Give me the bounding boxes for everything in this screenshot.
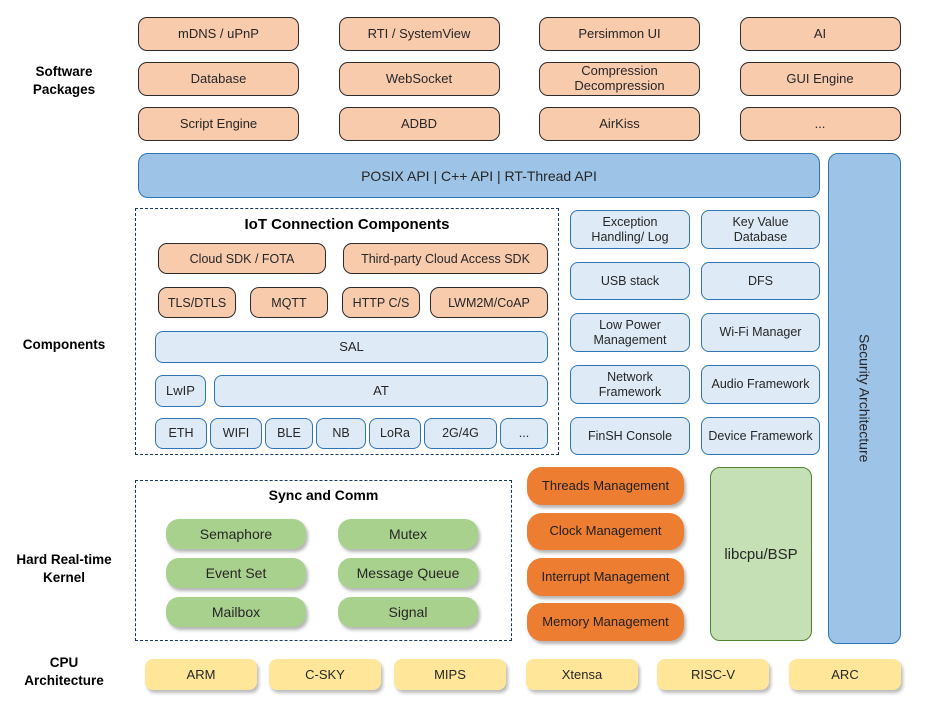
iot-link-wifi: WIFI xyxy=(210,418,262,449)
components-grid: Exception Handling/ Log Key Value Databa… xyxy=(570,210,820,455)
iot-box-thirdparty-cloud: Third-party Cloud Access SDK xyxy=(343,243,548,274)
component-box-network-framework: Network Framework xyxy=(570,365,690,404)
component-box-usb-stack: USB stack xyxy=(570,262,690,300)
cpu-box-arc: ARC xyxy=(789,659,901,690)
kernel-box-threads-management: Threads Management xyxy=(527,467,684,505)
iot-link-nb: NB xyxy=(316,418,366,449)
kernel-box-clock-management: Clock Management xyxy=(527,513,684,550)
kernel-box-interrupt-management: Interrupt Management xyxy=(527,558,684,596)
component-box-low-power: Low Power Management xyxy=(570,313,690,352)
section-label-software-packages: Software Packages xyxy=(32,64,96,97)
package-box-database: Database xyxy=(138,62,299,96)
security-architecture-bar: Security Architecture xyxy=(828,153,901,644)
package-box-rti-systemview: RTI / SystemView xyxy=(338,17,500,51)
iot-link-ble: BLE xyxy=(265,418,313,449)
iot-box-at: AT xyxy=(214,375,548,407)
component-box-wifi-manager: Wi-Fi Manager xyxy=(701,313,820,352)
package-box-adbd: ADBD xyxy=(338,107,500,141)
kernel-box-message-queue: Message Queue xyxy=(338,558,478,588)
iot-link-more: ... xyxy=(500,418,548,449)
component-box-audio-framework: Audio Framework xyxy=(701,365,820,404)
iot-box-http-cs: HTTP C/S xyxy=(342,287,420,318)
libcpu-bsp-box: libcpu/BSP xyxy=(710,467,812,641)
iot-box-lwm2m-coap: LWM2M/CoAP xyxy=(430,287,548,318)
component-box-exception-log: Exception Handling/ Log xyxy=(570,210,690,249)
package-box-more: ... xyxy=(739,107,901,141)
iot-link-eth: ETH xyxy=(155,418,207,449)
kernel-box-signal: Signal xyxy=(338,597,478,627)
package-box-ai: AI xyxy=(739,17,901,51)
cpu-box-risc-v: RISC-V xyxy=(657,659,769,690)
section-label-components: Components xyxy=(22,337,106,352)
iot-connection-components-box: IoT Connection Components Cloud SDK / FO… xyxy=(135,208,559,455)
iot-link-lora: LoRa xyxy=(369,418,421,449)
software-packages-grid: mDNS / uPnP RTI / SystemView Persimmon U… xyxy=(138,17,901,141)
kernel-box-mutex: Mutex xyxy=(338,519,478,549)
package-box-persimmon-ui: Persimmon UI xyxy=(539,17,700,51)
iot-box-sal: SAL xyxy=(155,331,548,363)
cpu-box-c-sky: C-SKY xyxy=(269,659,381,690)
iot-link-2g4g: 2G/4G xyxy=(424,418,497,449)
component-box-finsh-console: FinSH Console xyxy=(570,417,690,455)
cpu-box-arm: ARM xyxy=(145,659,257,690)
package-box-websocket: WebSocket xyxy=(338,62,500,96)
sync-and-comm-title: Sync and Comm xyxy=(268,487,379,503)
iot-box-tls-dtls: TLS/DTLS xyxy=(158,287,236,318)
kernel-box-semaphore: Semaphore xyxy=(166,519,306,549)
api-layer-bar: POSIX API | C++ API | RT-Thread API xyxy=(138,153,820,198)
iot-box-mqtt: MQTT xyxy=(250,287,328,318)
kernel-box-mailbox: Mailbox xyxy=(166,597,306,627)
sync-and-comm-box: Sync and Comm Semaphore Mutex Event Set … xyxy=(135,480,512,641)
cpu-box-mips: MIPS xyxy=(394,659,506,690)
kernel-box-event-set: Event Set xyxy=(166,558,306,588)
cpu-box-xtensa: Xtensa xyxy=(526,659,638,690)
component-box-key-value-db: Key Value Database xyxy=(701,210,820,249)
package-box-mdns-upnp: mDNS / uPnP xyxy=(138,17,299,51)
component-box-dfs: DFS xyxy=(701,262,820,300)
package-box-airkiss: AirKiss xyxy=(539,107,700,141)
section-label-cpu-architecture: CPU Architecture xyxy=(24,655,104,688)
package-box-script-engine: Script Engine xyxy=(138,107,299,141)
component-box-device-framework: Device Framework xyxy=(701,417,820,455)
package-box-compression: Compression Decompression xyxy=(539,62,700,96)
iot-components-title: IoT Connection Components xyxy=(244,216,450,233)
package-box-gui-engine: GUI Engine xyxy=(739,62,901,96)
section-label-kernel: Hard Real-time Kernel xyxy=(16,552,112,585)
kernel-box-memory-management: Memory Management xyxy=(527,603,684,641)
iot-box-lwip: LwIP xyxy=(155,375,206,407)
iot-box-cloud-sdk-fota: Cloud SDK / FOTA xyxy=(158,243,326,274)
iot-link-row: ETH WIFI BLE NB LoRa 2G/4G ... xyxy=(155,418,548,449)
